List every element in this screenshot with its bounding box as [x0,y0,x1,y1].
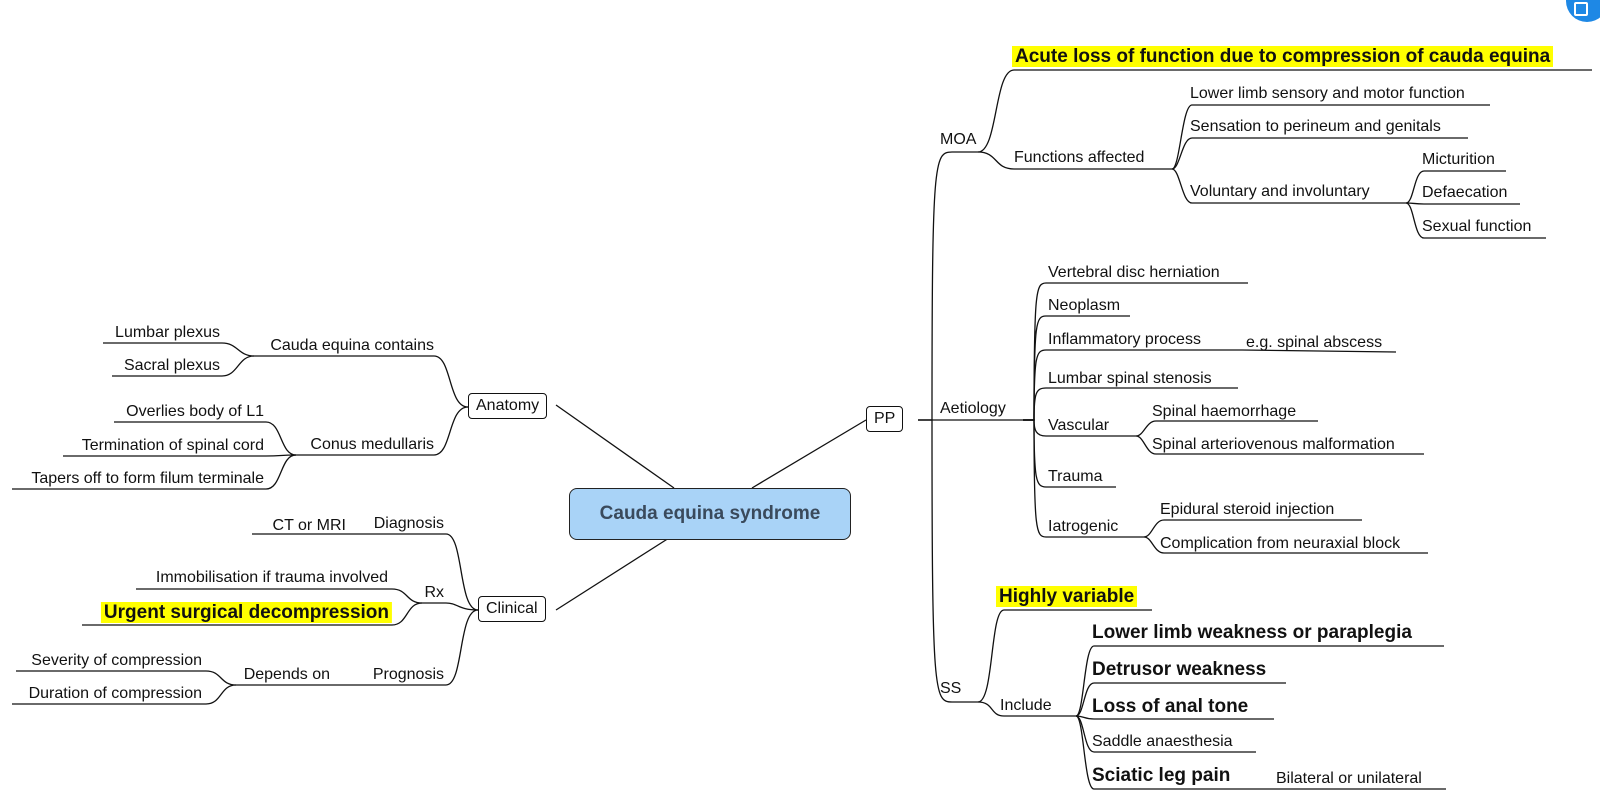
link-voluntary-micturition [1405,170,1506,204]
node-detrusor-weakness[interactable]: Detrusor weakness [1092,659,1267,680]
highlight: Urgent surgical decompression [100,602,392,623]
branch-clinical[interactable]: Clinical [478,596,546,622]
link-voluntary-defaecation [1405,202,1520,205]
node-anal-tone[interactable]: Loss of anal tone [1092,696,1249,717]
link-clinical-rx [422,602,479,611]
add-icon[interactable] [1566,0,1600,22]
link-inflam-abscess [1241,349,1397,353]
node-avm[interactable]: Spinal arteriovenous malformation [1152,436,1395,453]
link-vascular-avm [1135,435,1424,455]
link-pp-moa [918,151,978,421]
node-lumbar-plexus[interactable]: Lumbar plexus [115,324,220,341]
node-defaecation[interactable]: Defaecation [1422,184,1508,201]
node-haemorrhage[interactable]: Spinal haemorrhage [1152,403,1297,420]
node-spinal-stenosis[interactable]: Lumbar spinal stenosis [1048,370,1212,387]
link-ss-include [977,701,1076,717]
link-voluntary-sexual [1405,202,1546,239]
link-anatomy-conus [296,406,469,456]
node-ss[interactable]: SS [940,680,962,697]
node-conus-medullaris[interactable]: Conus medullaris [310,436,434,453]
node-moa[interactable]: MOA [940,131,977,148]
highlight: Acute loss of function due to compressio… [1012,46,1554,67]
link-include-detrusor [1075,682,1286,717]
node-ct-mri[interactable]: CT or MRI [272,517,346,534]
node-immobilisation[interactable]: Immobilisation if trauma involved [155,569,388,586]
node-diagnosis[interactable]: Diagnosis [373,515,444,532]
node-aetiology[interactable]: Aetiology [940,400,1006,417]
link-iatro-complication [1143,536,1428,554]
node-iatrogenic[interactable]: Iatrogenic [1048,518,1119,535]
link-cauda-sacral [112,355,255,377]
link-moa-acute [977,69,1592,153]
link-rx-immob [136,588,423,604]
node-vascular[interactable]: Vascular [1048,417,1110,434]
node-micturition[interactable]: Micturition [1422,151,1495,168]
link-functions-sensation [1171,137,1468,170]
node-limb-weakness[interactable]: Lower limb weakness or paraplegia [1092,622,1412,643]
link-clinical-diagnosis [368,533,479,611]
link-center-pp [751,419,867,489]
link-include-sciatic [1075,715,1272,790]
node-epidural[interactable]: Epidural steroid injection [1160,501,1335,518]
link-vascular-haem [1135,420,1318,437]
node-neuraxial-complication[interactable]: Complication from neuraxial block [1160,535,1401,552]
link-depends-duration [12,684,237,705]
link-cauda-lumbar [103,342,255,357]
link-include-weakness [1075,645,1444,717]
link-include-anal [1075,715,1274,720]
link-conus-tapers [12,454,297,490]
node-rx[interactable]: Rx [424,584,444,601]
node-duration[interactable]: Duration of compression [28,685,202,702]
node-prognosis[interactable]: Prognosis [372,666,444,683]
link-clinical-prognosis [368,609,479,686]
node-urgent-surgery[interactable]: Urgent surgical decompression [100,602,392,624]
link-aet-iatrogenic [1023,419,1144,538]
branch-anatomy[interactable]: Anatomy [468,393,548,419]
node-overlies-l1[interactable]: Overlies body of L1 [126,403,264,420]
link-depends-severity [16,670,237,686]
node-inflammatory[interactable]: Inflammatory process [1048,331,1201,348]
link-rx-urgent [82,602,423,626]
node-sensation[interactable]: Sensation to perineum and genitals [1190,118,1441,135]
node-trauma[interactable]: Trauma [1048,468,1103,485]
node-neoplasm[interactable]: Neoplasm [1048,297,1121,314]
branch-pp[interactable]: PP [866,406,904,432]
node-saddle-anaesthesia[interactable]: Saddle anaesthesia [1092,733,1233,750]
node-sciatic-pain[interactable]: Sciatic leg pain [1092,765,1231,786]
link-iatro-epidural [1143,519,1362,538]
highlight: Highly variable [996,586,1138,607]
link-functions-lower [1171,104,1490,170]
node-sexual-function[interactable]: Sexual function [1422,218,1532,235]
link-pp-ss [918,419,978,703]
node-lower-limb-function[interactable]: Lower limb sensory and motor function [1190,85,1465,102]
link-center-clinical [555,537,670,611]
node-include[interactable]: Include [1000,697,1052,714]
link-ss-variable [977,609,1152,703]
node-sacral-plexus[interactable]: Sacral plexus [123,357,220,374]
node-highly-variable[interactable]: Highly variable [996,586,1138,608]
link-conus-termination [63,454,297,457]
node-functions-affected[interactable]: Functions affected [1014,149,1145,166]
node-depends-on[interactable]: Depends on [243,666,330,683]
node-tapers[interactable]: Tapers off to form filum terminale [31,470,264,487]
node-cauda-equina-contains[interactable]: Cauda equina contains [270,337,434,354]
link-center-anatomy [555,404,675,489]
central-topic[interactable]: Cauda equina syndrome [569,488,851,540]
node-voluntary[interactable]: Voluntary and involuntary [1190,183,1370,200]
node-severity[interactable]: Severity of compression [31,652,202,669]
node-disc-herniation[interactable]: Vertebral disc herniation [1048,264,1220,281]
node-bilateral[interactable]: Bilateral or unilateral [1276,770,1422,787]
link-anatomy-cauda [254,355,469,408]
link-functions-voluntary [1171,168,1406,204]
node-spinal-abscess[interactable]: e.g. spinal abscess [1246,334,1383,351]
node-termination[interactable]: Termination of spinal cord [81,437,264,454]
link-conus-overlies [114,421,297,456]
link-moa-functions [977,151,1172,170]
node-acute-loss[interactable]: Acute loss of function due to compressio… [1012,46,1554,68]
